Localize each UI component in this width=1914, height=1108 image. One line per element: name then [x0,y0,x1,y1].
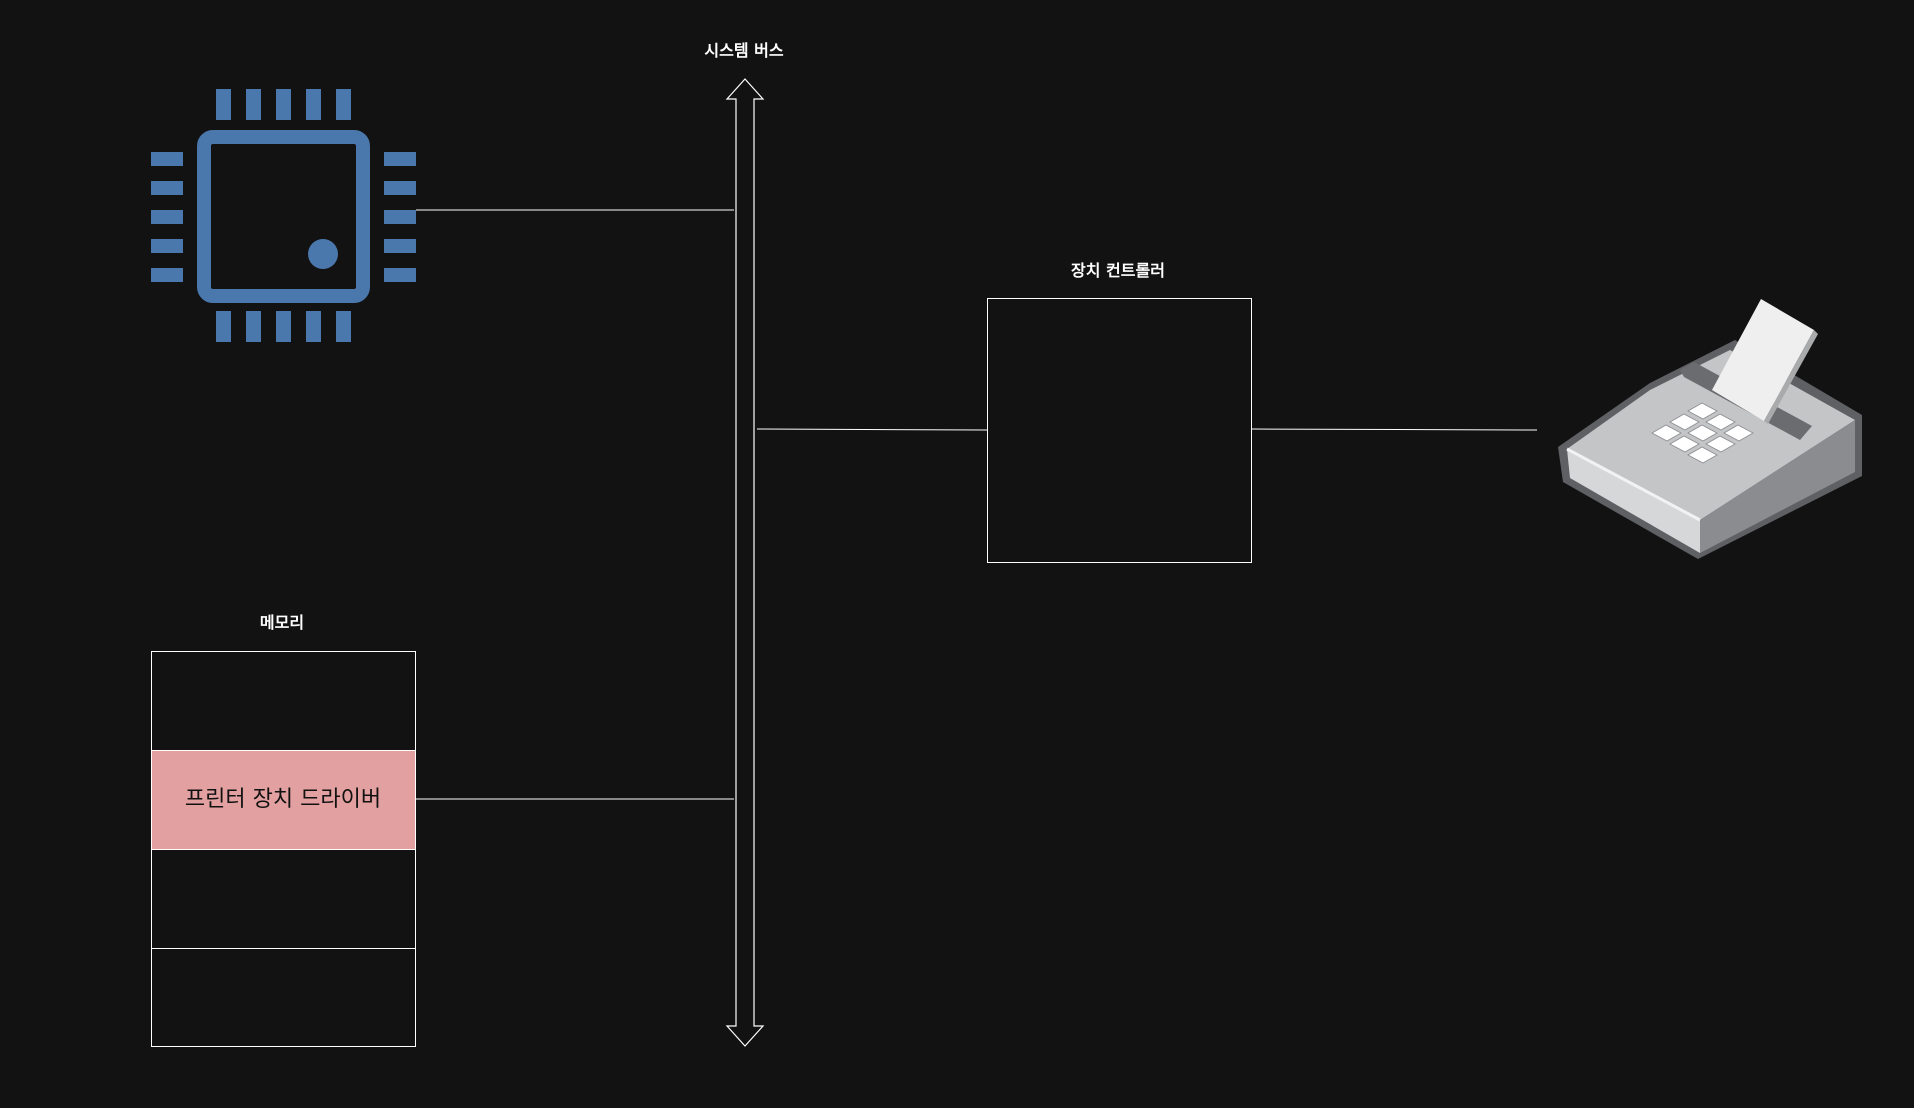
device-controller-box [987,298,1252,563]
memory-cell [151,651,416,751]
cpu-chip-icon [151,89,416,342]
printer-icon [1558,299,1862,559]
system-bus-label: 시스템 버스 [704,41,783,60]
memory-stack: 프린터 장치 드라이버 [151,651,416,1047]
printer-driver-label: 프린터 장치 드라이버 [185,787,381,812]
controller-printer-connector [1251,428,1538,431]
memory-cell [151,948,416,1047]
memory-label: 메모리 [260,613,304,632]
memory-cell [151,849,416,949]
bus-controller-connector [756,428,988,431]
device-controller-label: 장치 컨트롤러 [1071,261,1165,280]
system-bus-arrow [725,78,765,1047]
